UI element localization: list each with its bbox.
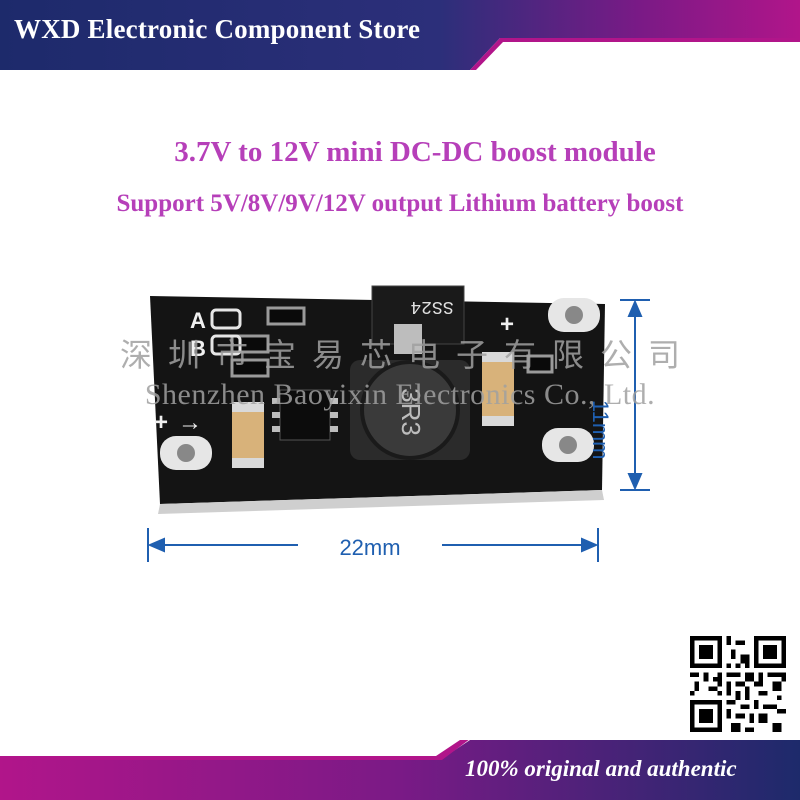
input-plus-mark: +	[154, 409, 168, 436]
input-capacitor	[232, 410, 264, 460]
output-plus-mark: +	[500, 311, 514, 338]
top-banner-shape	[0, 0, 800, 70]
width-dimension-label: 22mm	[339, 535, 401, 560]
output-capacitor	[482, 360, 514, 418]
boost-module-photo: SS24 3R3 A B + → +	[147, 285, 650, 562]
inductor-marking: 3R3	[396, 388, 426, 436]
slogan: 100% original and authentic	[465, 756, 737, 781]
height-dimension-label: 11mm	[588, 400, 613, 460]
headline-subtitle: Support 5V/8V/9V/12V output Lithium batt…	[116, 190, 684, 217]
bottom-banner-shape	[0, 740, 800, 800]
width-dimension-line	[147, 528, 599, 562]
input-arrow-mark: →	[178, 409, 202, 436]
ic-chip	[279, 389, 331, 441]
resistor-4	[526, 354, 554, 374]
diode-lead	[394, 324, 422, 354]
inductor-core	[360, 360, 460, 460]
diode-marking: SS24	[410, 296, 453, 316]
qr-code	[690, 636, 786, 732]
height-dimension-line	[620, 299, 650, 491]
resistor-2	[230, 334, 270, 354]
bottom-banner: 100% original and authentic	[0, 740, 800, 800]
headline-title: 3.7V to 12V mini DC-DC boost module	[174, 136, 656, 168]
resistor-1	[266, 306, 306, 326]
resistor-3	[230, 358, 270, 378]
store-name: WXD Electronic Component Store	[14, 14, 421, 44]
pin-label-b: B	[190, 336, 206, 361]
top-banner: WXD Electronic Component Store	[0, 0, 800, 70]
pcb-edge	[158, 490, 604, 514]
pin-label-a: A	[190, 308, 206, 333]
